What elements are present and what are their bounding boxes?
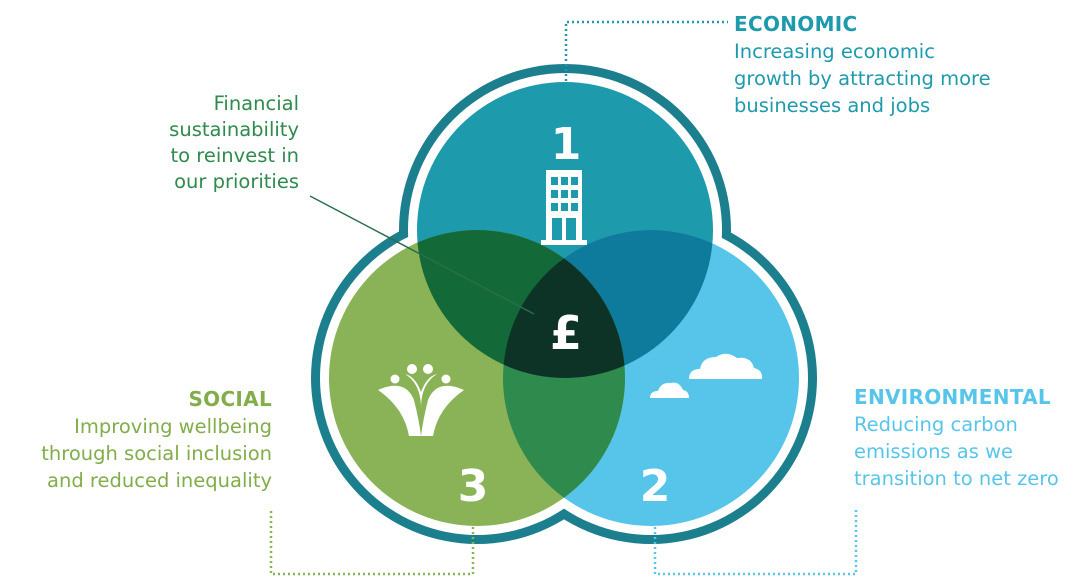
social-line-3: and reduced inequality xyxy=(47,469,272,492)
economic-line-2: growth by attracting more xyxy=(734,67,991,90)
environmental-connector xyxy=(653,508,858,576)
social-heading: SOCIAL xyxy=(188,387,272,411)
environmental-line-3: transition to net zero xyxy=(854,467,1059,490)
pound-symbol: £ xyxy=(550,306,582,360)
economic-line-3: businesses and jobs xyxy=(734,94,931,117)
social-line-1: Improving wellbeing xyxy=(74,415,272,438)
connector-lines xyxy=(269,20,858,576)
people-icon xyxy=(378,364,464,436)
financial-note: Financial sustainability to reinvest in … xyxy=(169,91,299,195)
economic-number: 1 xyxy=(551,119,582,170)
economic-label: ECONOMIC Increasing economic growth by a… xyxy=(734,11,991,119)
clouds-icon xyxy=(650,353,763,398)
social-number: 3 xyxy=(458,461,489,512)
social-line-2: through social inclusion xyxy=(41,442,272,465)
financial-line-4: our priorities xyxy=(174,170,299,193)
social-connector xyxy=(269,508,475,576)
environmental-line-1: Reducing carbon xyxy=(854,413,1018,436)
environmental-label: ENVIRONMENTAL Reducing carbon emissions … xyxy=(854,384,1059,492)
environmental-number: 2 xyxy=(640,461,671,512)
economic-connector xyxy=(564,20,728,96)
centre-overlap xyxy=(503,230,625,378)
financial-line-1: Financial xyxy=(213,92,299,115)
environmental-line-2: emissions as we xyxy=(854,440,1014,463)
economic-heading: ECONOMIC xyxy=(734,12,858,36)
financial-line-2: sustainability xyxy=(169,118,299,141)
social-label: SOCIAL Improving wellbeing through socia… xyxy=(41,386,272,494)
financial-leader-line xyxy=(309,195,535,315)
environmental-heading: ENVIRONMENTAL xyxy=(854,385,1051,409)
building-icon xyxy=(541,170,587,245)
economic-line-1: Increasing economic xyxy=(734,40,935,63)
financial-line-3: to reinvest in xyxy=(170,144,299,167)
